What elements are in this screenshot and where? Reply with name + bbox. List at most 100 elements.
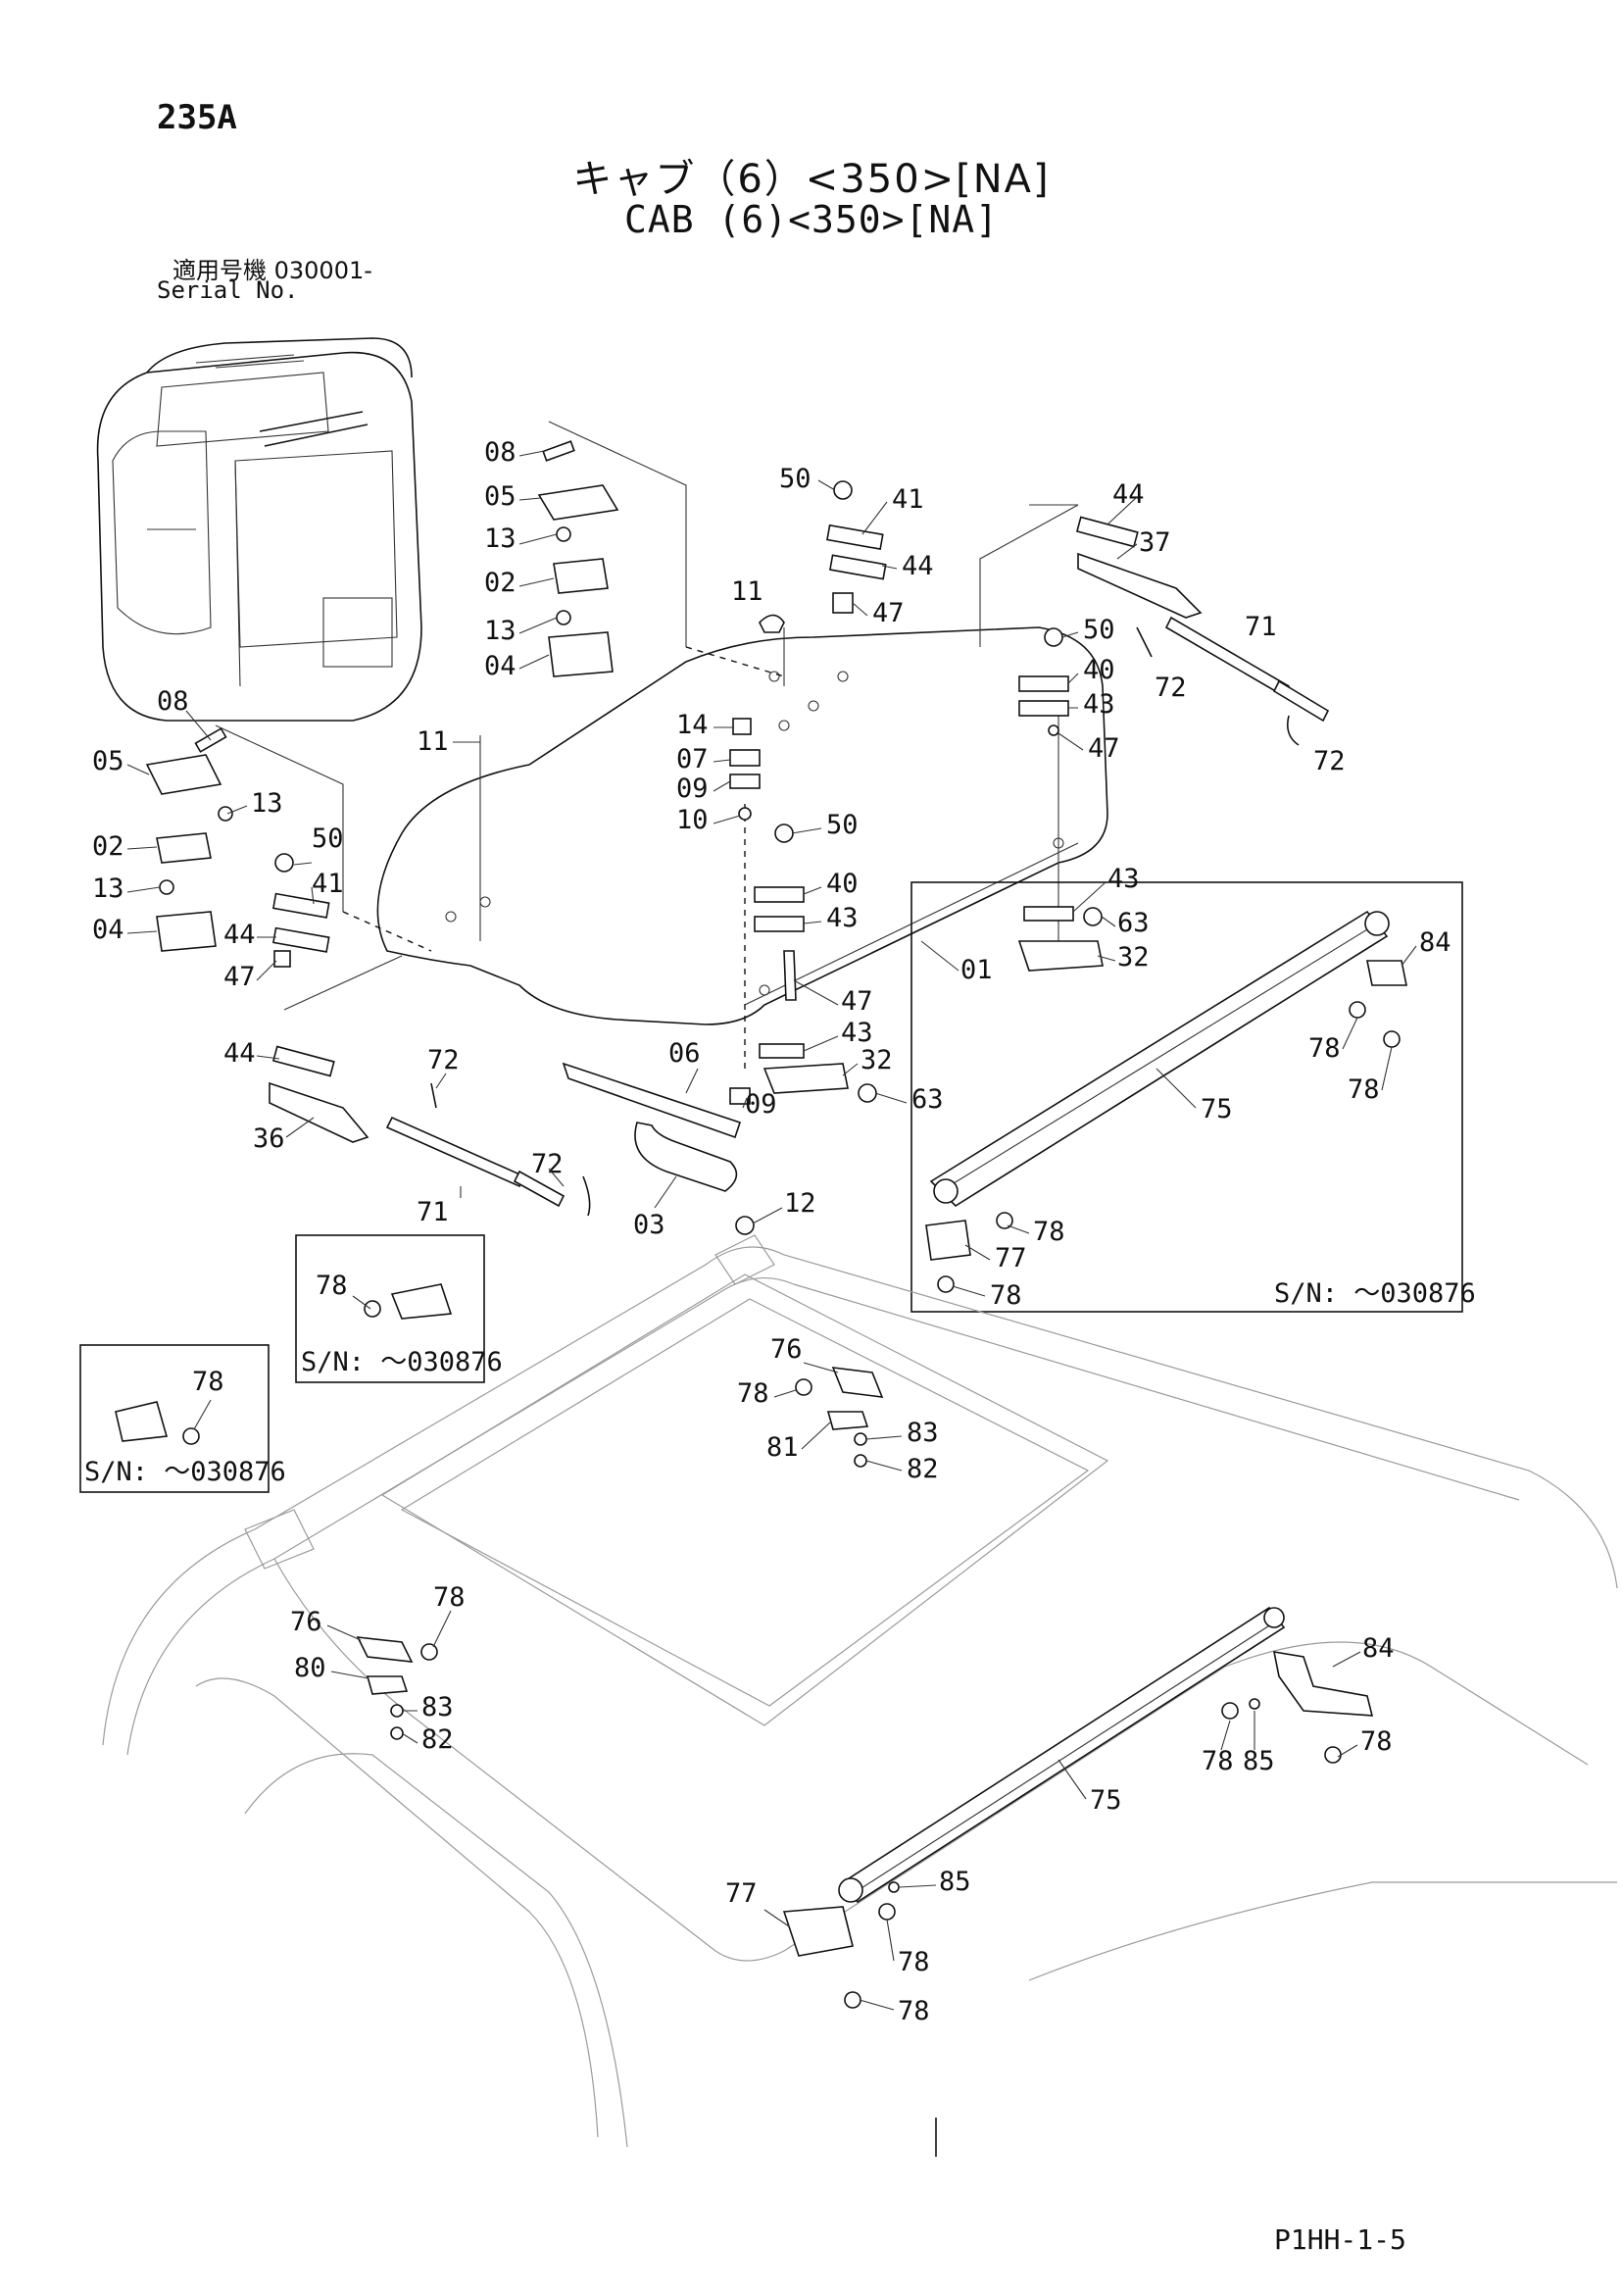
callout-32: 32	[861, 1045, 893, 1075]
callout-81: 81	[766, 1432, 799, 1463]
callout-78: 78	[898, 1996, 930, 2026]
callout-04: 04	[92, 915, 124, 945]
callout-77: 77	[725, 1878, 758, 1909]
callout-labels: 08 05 13 02 13 04 08 05 13 02 13 04 50 4…	[92, 437, 1451, 2026]
callout-72: 72	[427, 1045, 460, 1075]
callout-82: 82	[421, 1724, 454, 1755]
callout-09: 09	[745, 1089, 777, 1120]
callout-71: 71	[1245, 612, 1277, 642]
callout-63: 63	[1117, 908, 1150, 938]
callout-50: 50	[312, 824, 344, 854]
callout-47: 47	[1088, 733, 1120, 764]
callout-37: 37	[1139, 527, 1171, 558]
callout-78: 78	[1308, 1033, 1341, 1064]
callout-75: 75	[1090, 1785, 1122, 1816]
callout-40: 40	[826, 869, 859, 899]
cab-roof-outline-lower	[102, 1234, 1618, 2157]
callout-80: 80	[294, 1653, 326, 1683]
callout-43: 43	[826, 903, 859, 933]
callout-41: 41	[892, 484, 924, 515]
callout-78: 78	[737, 1378, 769, 1409]
callout-78: 78	[898, 1947, 930, 1977]
hinge-assembly-upper	[537, 440, 619, 677]
title-english: CAB (6)<350>[NA]	[623, 198, 1000, 241]
cab-overview-illustration	[96, 337, 422, 722]
link-and-gas-spring-right	[1075, 516, 1330, 746]
callout-02: 02	[484, 568, 516, 598]
callout-82: 82	[907, 1454, 939, 1484]
callout-72: 72	[531, 1149, 564, 1179]
roof-panel-01	[376, 626, 1108, 1025]
center-fasteners	[729, 718, 761, 821]
callout-44: 44	[223, 1038, 256, 1069]
callout-50: 50	[779, 464, 812, 494]
callout-06: 06	[668, 1038, 701, 1069]
callout-11: 11	[417, 726, 449, 757]
serial-label-english: Serial No.	[157, 276, 299, 304]
assembly-lines	[215, 421, 1079, 1069]
title-japanese: キャブ（6）<350>[NA]	[572, 157, 1051, 202]
page-id: 235A	[157, 98, 237, 137]
callout-47: 47	[872, 598, 905, 628]
callout-12: 12	[784, 1188, 816, 1219]
callout-01: 01	[960, 955, 993, 985]
bracket-stack-top	[759, 480, 887, 633]
callout-63: 63	[911, 1084, 944, 1115]
callout-36: 36	[253, 1123, 285, 1154]
callout-41: 41	[312, 869, 344, 899]
hinge-assembly-left	[145, 727, 233, 952]
callout-78: 78	[433, 1582, 466, 1613]
callout-85: 85	[1243, 1746, 1275, 1776]
callout-13: 13	[251, 788, 283, 819]
callout-09: 09	[676, 774, 709, 804]
callout-02: 02	[92, 831, 124, 862]
callout-85: 85	[939, 1867, 971, 1897]
lower-roof-parts	[356, 1367, 1374, 2009]
inset-small-left-serial: S/N: ～030876	[84, 1457, 286, 1487]
callout-05: 05	[92, 746, 124, 776]
callout-47: 47	[223, 962, 256, 992]
callout-13: 13	[484, 616, 516, 646]
callout-11: 11	[731, 576, 763, 607]
callout-44: 44	[902, 551, 934, 581]
callout-03: 03	[633, 1210, 665, 1240]
serial-label-japanese: 適用号機 030001-	[172, 257, 372, 284]
callout-08: 08	[484, 437, 516, 468]
callout-78: 78	[316, 1271, 348, 1301]
callout-75: 75	[1201, 1094, 1233, 1124]
link-and-gas-spring-left	[269, 1045, 591, 1217]
callout-78: 78	[990, 1280, 1022, 1311]
callout-50: 50	[1083, 615, 1115, 645]
callout-13: 13	[484, 524, 516, 554]
callout-72: 72	[1313, 746, 1346, 776]
callout-78: 78	[1202, 1746, 1234, 1776]
callout-78: 78	[192, 1367, 224, 1397]
callout-76: 76	[770, 1334, 803, 1365]
callout-71: 71	[417, 1197, 449, 1227]
callout-76: 76	[290, 1607, 322, 1637]
callout-04: 04	[484, 651, 516, 681]
callout-32: 32	[1117, 942, 1150, 973]
inset-box-small-mid: S/N: ～030876	[295, 1234, 503, 1383]
callout-43: 43	[1083, 689, 1115, 720]
bracket-stack-left	[271, 853, 330, 968]
bracket-stack-right	[1018, 627, 1069, 736]
callout-83: 83	[907, 1418, 939, 1448]
callout-10: 10	[676, 805, 709, 835]
bracket-stack-center	[754, 824, 805, 932]
callout-leaders	[126, 450, 1417, 2011]
callout-47: 47	[841, 986, 873, 1017]
callout-50: 50	[826, 810, 859, 840]
callout-78: 78	[1348, 1074, 1380, 1105]
inset-box-small-left: S/N: ～030876	[79, 1344, 286, 1493]
callout-40: 40	[1083, 655, 1115, 685]
callout-08: 08	[157, 686, 189, 717]
callout-13: 13	[92, 873, 124, 904]
inset-small-mid-serial: S/N: ～030876	[301, 1347, 503, 1377]
inset-large-serial: S/N: ～030876	[1274, 1278, 1476, 1309]
center-lower-parts	[562, 950, 877, 1235]
callout-43: 43	[841, 1018, 873, 1048]
callout-14: 14	[676, 710, 709, 740]
callout-44: 44	[223, 920, 256, 950]
